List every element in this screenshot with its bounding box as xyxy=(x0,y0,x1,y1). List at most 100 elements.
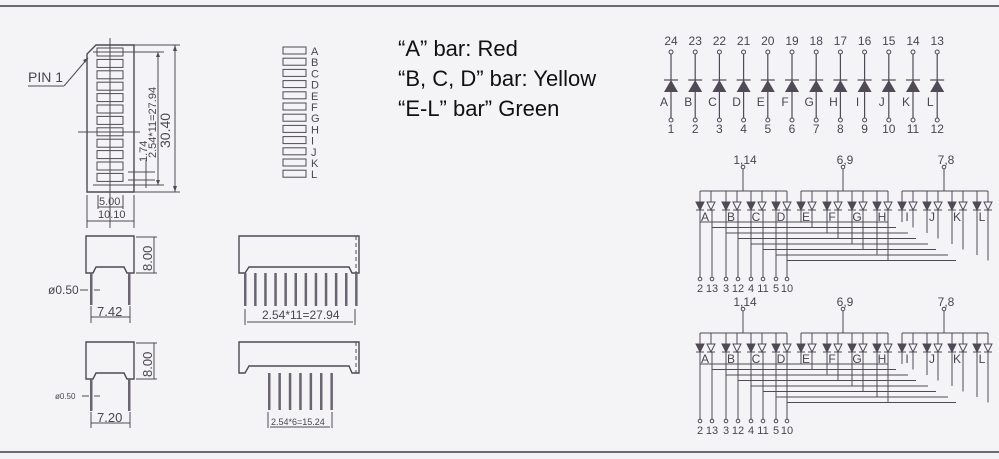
segment-label: I xyxy=(905,210,908,224)
side1-height: 8.00 xyxy=(140,246,155,271)
segment-label: I xyxy=(311,136,314,148)
led-diode-icon xyxy=(908,201,918,212)
segment-label: L xyxy=(927,95,934,109)
led-diode-icon xyxy=(983,343,993,354)
pin-number: 12 xyxy=(732,283,744,295)
segment-label: L xyxy=(979,210,986,224)
svg-text:24: 24 xyxy=(664,34,678,48)
segment-bar xyxy=(282,68,307,77)
side1-pin-diameter: ø0.50 xyxy=(48,283,79,297)
svg-text:14: 14 xyxy=(906,34,920,48)
svg-text:18: 18 xyxy=(810,34,824,48)
dim-segment: 1.74 xyxy=(138,141,150,162)
pin-number: 6 xyxy=(789,122,796,136)
led-diode-icon xyxy=(922,343,932,354)
front-view: PIN 1 30.40 2.54*11=27.94 1.74 5.00 10.1… xyxy=(28,38,180,228)
segment-bar xyxy=(282,91,307,100)
segment-label: I xyxy=(856,95,859,109)
segment-label: E xyxy=(802,210,810,224)
led-diode-icon xyxy=(664,80,678,92)
pin-number: 7 xyxy=(813,122,820,136)
bottom-view-2: 2.54*6=15.24 xyxy=(238,341,360,428)
segment-label: A xyxy=(701,352,709,366)
pin xyxy=(304,273,308,306)
pin-number: 8 xyxy=(837,122,844,136)
segment-label: G xyxy=(311,113,320,125)
pin xyxy=(294,273,297,306)
svg-text:17: 17 xyxy=(834,34,848,48)
pin xyxy=(345,273,348,306)
pin-number: 12 xyxy=(732,425,744,437)
segment-label: H xyxy=(878,352,887,366)
pin xyxy=(324,273,328,306)
segment-label: L xyxy=(979,352,986,366)
led-diode-icon xyxy=(833,80,848,92)
led-diode-icon xyxy=(732,201,742,212)
segment-label: B xyxy=(311,57,318,69)
led-diode-icon xyxy=(695,201,705,212)
segment-label: J xyxy=(929,352,935,366)
pin-number: 4 xyxy=(740,122,747,136)
pin-number: 1 xyxy=(668,122,675,136)
segment-label: J xyxy=(929,210,935,224)
bottom-view-1: 2.54*11=27.94 xyxy=(238,235,360,325)
pin xyxy=(244,273,247,306)
pin-number: 5 xyxy=(764,122,771,136)
led-diode-icon xyxy=(897,343,907,354)
led-diode-icon xyxy=(833,201,843,212)
side2-height: 8.00 xyxy=(140,352,155,377)
pin xyxy=(254,273,257,306)
led-diode-icon xyxy=(760,80,775,92)
led-diode-icon xyxy=(857,80,872,92)
legend-line-el: “E-L” bar” Green xyxy=(398,96,560,121)
segment-bar xyxy=(282,158,307,167)
dim-outer-width: 10.10 xyxy=(98,209,126,221)
led-diode-icon xyxy=(785,80,799,92)
common-pin-label: 1,14 xyxy=(733,153,757,167)
segment-label: C xyxy=(752,210,761,224)
segment-label: H xyxy=(311,124,319,136)
led-diode-icon xyxy=(972,201,982,212)
bv2-pin-span: 2.54*6=15.24 xyxy=(271,417,325,427)
segment-label: A xyxy=(311,46,319,58)
pin xyxy=(299,373,302,410)
legend-line-bcd: “B, C, D” bar: Yellow xyxy=(398,66,597,91)
led-diode-icon xyxy=(757,343,767,354)
pin-number: 3 xyxy=(723,283,729,295)
led-diode-icon xyxy=(883,201,893,212)
pin-number: 11 xyxy=(757,283,768,295)
common-pin-label: 1,14 xyxy=(733,295,757,309)
pin xyxy=(320,373,323,410)
segment-label: H xyxy=(829,95,838,109)
pin xyxy=(330,373,333,410)
pin-number: 13 xyxy=(706,283,718,295)
led-diode-icon xyxy=(771,343,781,354)
segment-label: J xyxy=(879,95,885,109)
pin-number: 3 xyxy=(716,122,723,136)
pin-number: 13 xyxy=(706,425,718,437)
led-diode-icon xyxy=(736,80,751,92)
led-diode-icon xyxy=(695,343,705,354)
pin xyxy=(334,273,338,306)
pin-number: 3 xyxy=(723,425,729,437)
led-diode-icon xyxy=(833,343,843,354)
pin xyxy=(274,273,277,306)
segment-label: E xyxy=(311,91,318,103)
pin-number: 2 xyxy=(692,122,699,136)
segment-label: L xyxy=(311,169,317,181)
led-diode-icon xyxy=(922,201,932,212)
pin xyxy=(288,373,292,410)
segment-label: C xyxy=(311,68,319,80)
led-diode-icon xyxy=(958,201,968,212)
segment-bar xyxy=(282,147,307,156)
pin-number: 10 xyxy=(781,283,793,295)
common-pin-label: 7,8 xyxy=(938,153,955,167)
segment-label: G xyxy=(852,352,861,366)
led-diode-icon xyxy=(746,343,756,354)
bv1-pin-span: 2.54*11=27.94 xyxy=(262,308,340,322)
segment-bar xyxy=(282,102,307,111)
segment-bar xyxy=(282,169,307,178)
